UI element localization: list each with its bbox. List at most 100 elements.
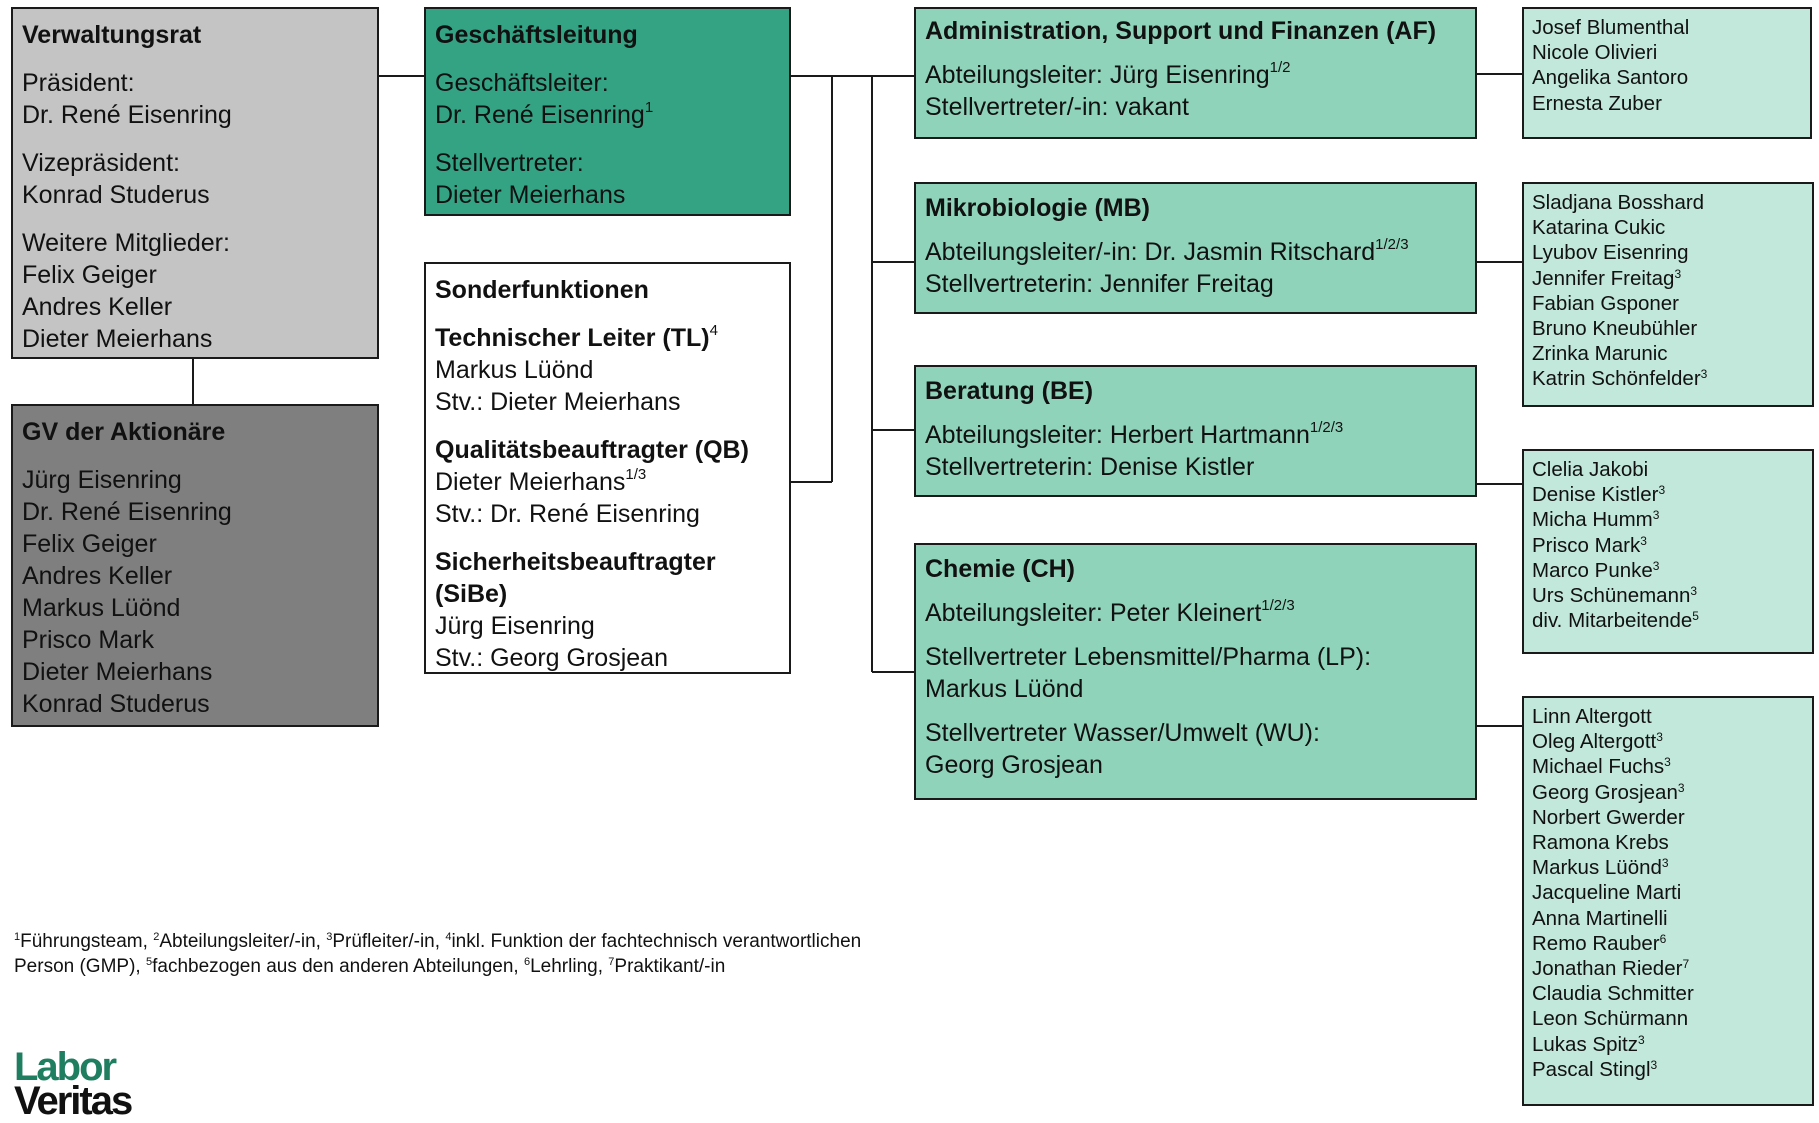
assembly-member: Dieter Meierhans — [22, 658, 213, 686]
staff-member: Jennifer Freitag3 — [1532, 266, 1682, 290]
sibe-name: Jürg Eisenring — [435, 612, 595, 640]
staff-member: Zrinka Marunic — [1532, 342, 1668, 366]
staff-member: Pascal Stingl3 — [1532, 1057, 1658, 1081]
qb-deputy: Stv.: Dr. René Eisenring — [435, 500, 700, 528]
special-functions-box: Sonderfunktionen Technischer Leiter (TL)… — [424, 262, 791, 674]
staff-member: Marco Punke3 — [1532, 558, 1660, 582]
assembly-member: Jürg Eisenring — [22, 466, 182, 494]
staff-member: Sladjana Bosshard — [1532, 191, 1705, 214]
assembly-member: Konrad Studerus — [22, 690, 210, 718]
special-title: Sonderfunktionen — [435, 276, 649, 304]
logo-line-2: Veritas — [14, 1079, 133, 1123]
be-head: Abteilungsleiter: Herbert Hartmann1/2/3 — [925, 419, 1344, 449]
staff-member: Micha Humm3 — [1532, 508, 1660, 532]
af-deputy: Stellvertreter/-in: vakant — [925, 93, 1189, 121]
assembly-box: GV der Aktionäre Jürg Eisenring Dr. René… — [11, 404, 379, 727]
staff-member: Katrin Schönfelder3 — [1532, 367, 1708, 391]
board-box: Verwaltungsrat Präsident: Dr. René Eisen… — [11, 7, 379, 359]
department-af-box: Administration, Support und Finanzen (AF… — [914, 7, 1477, 139]
af-title: Administration, Support und Finanzen (AF… — [925, 17, 1437, 45]
staff-member: Anna Martinelli — [1532, 906, 1668, 930]
tl-name: Markus Lüönd — [435, 356, 594, 384]
assembly-member: Felix Geiger — [22, 530, 157, 558]
tl-deputy: Stv.: Dieter Meierhans — [435, 388, 681, 416]
assembly-member: Andres Keller — [22, 562, 173, 590]
staff-member: Lukas Spitz3 — [1532, 1032, 1645, 1056]
board-member: Dieter Meierhans — [22, 325, 213, 353]
department-ch-box: Chemie (CH) Abteilungsleiter: Peter Klei… — [914, 543, 1477, 800]
board-vice: Konrad Studerus — [22, 181, 210, 209]
management-deputy-label: Stellvertreter: — [435, 149, 584, 177]
board-members-label: Weitere Mitglieder: — [22, 229, 230, 257]
staff-member: Michael Fuchs3 — [1532, 755, 1671, 779]
department-mb-box: Mikrobiologie (MB) Abteilungsleiter/-in:… — [914, 182, 1477, 314]
ch-head: Abteilungsleiter: Peter Kleinert1/2/3 — [925, 597, 1295, 627]
ch-lp-label: Stellvertreter Lebensmittel/Pharma (LP): — [925, 643, 1372, 671]
staff-member: div. Mitarbeitende5 — [1532, 609, 1699, 633]
staff-member: Denise Kistler3 — [1532, 483, 1666, 507]
staff-member: Leon Schürmann — [1532, 1007, 1689, 1031]
management-deputy: Dieter Meierhans — [435, 181, 626, 209]
staff-member: Katarina Cukic — [1532, 216, 1666, 240]
staff-af-box: Josef Blumenthal Nicole Olivieri Angelik… — [1522, 7, 1812, 139]
staff-member: Oleg Altergott3 — [1532, 730, 1663, 754]
management-head-label: Geschäftsleiter: — [435, 69, 609, 97]
qb-title: Qualitätsbeauftragter (QB) — [435, 436, 749, 464]
board-member: Felix Geiger — [22, 261, 157, 289]
staff-member: Markus Lüönd3 — [1532, 856, 1669, 880]
board-member: Andres Keller — [22, 293, 173, 321]
sibe-deputy: Stv.: Georg Grosjean — [435, 644, 668, 672]
staff-member: Nicole Olivieri — [1532, 41, 1658, 65]
mb-deputy: Stellvertreterin: Jennifer Freitag — [925, 270, 1274, 298]
footnote: 1Führungsteam, 2Abteilungsleiter/-in, 3P… — [14, 931, 862, 977]
mb-head: Abteilungsleiter/-in: Dr. Jasmin Ritscha… — [925, 236, 1409, 266]
staff-member: Angelika Santoro — [1532, 66, 1689, 90]
connector-lines — [192, 73, 1522, 727]
staff-member: Ramona Krebs — [1532, 831, 1669, 855]
be-deputy: Stellvertreterin: Denise Kistler — [925, 453, 1255, 481]
staff-member: Ernesta Zuber — [1532, 91, 1662, 115]
assembly-member: Prisco Mark — [22, 626, 154, 654]
board-vice-label: Vizepräsident: — [22, 149, 180, 177]
staff-member: Jacqueline Marti — [1532, 881, 1682, 905]
ch-wu-name: Georg Grosjean — [925, 751, 1103, 779]
ch-wu-label: Stellvertreter Wasser/Umwelt (WU): — [925, 719, 1320, 747]
staff-member: Prisco Mark3 — [1532, 533, 1647, 557]
staff-member: Bruno Kneubühler — [1532, 317, 1698, 341]
af-head: Abteilungsleiter: Jürg Eisenring1/2 — [925, 59, 1291, 89]
staff-member: Lyubov Eisenring — [1532, 241, 1689, 265]
staff-member: Jonathan Rieder7 — [1532, 957, 1690, 981]
management-title: Geschäftsleitung — [435, 21, 638, 49]
assembly-member: Markus Lüönd — [22, 594, 181, 622]
staff-ch-box: Linn Altergott Oleg Altergott3 Michael F… — [1522, 696, 1814, 1106]
board-president: Dr. René Eisenring — [22, 101, 232, 129]
be-title: Beratung (BE) — [925, 377, 1094, 405]
ch-title: Chemie (CH) — [925, 555, 1076, 583]
board-president-label: Präsident: — [22, 69, 135, 97]
staff-member: Remo Rauber6 — [1532, 931, 1667, 955]
board-title: Verwaltungsrat — [22, 21, 202, 49]
ch-lp-name: Markus Lüönd — [925, 675, 1084, 703]
qb-name: Dieter Meierhans1/3 — [435, 466, 647, 496]
labor-veritas-logo: Labor Veritas — [14, 1045, 133, 1123]
sibe-title-abbr: (SiBe) — [435, 580, 508, 608]
sibe-title: Sicherheitsbeauftragter — [435, 548, 716, 576]
staff-member: Fabian Gsponer — [1532, 291, 1680, 315]
staff-member: Georg Grosjean3 — [1532, 780, 1685, 804]
management-box: Geschäftsleitung Geschäftsleiter: Dr. Re… — [424, 7, 791, 216]
staff-member: Linn Altergott — [1532, 705, 1652, 728]
department-be-box: Beratung (BE) Abteilungsleiter: Herbert … — [914, 365, 1477, 497]
staff-member: Clelia Jakobi — [1532, 458, 1649, 481]
staff-be-box: Clelia Jakobi Denise Kistler3 Micha Humm… — [1522, 449, 1814, 654]
assembly-member: Dr. René Eisenring — [22, 498, 232, 526]
staff-member: Claudia Schmitter — [1532, 982, 1694, 1006]
staff-mb-box: Sladjana Bosshard Katarina Cukic Lyubov … — [1522, 182, 1814, 407]
assembly-title: GV der Aktionäre — [22, 418, 226, 446]
logo-line-1: Labor — [14, 1045, 117, 1089]
staff-member: Urs Schünemann3 — [1532, 584, 1698, 608]
mb-title: Mikrobiologie (MB) — [925, 194, 1150, 222]
staff-member: Norbert Gwerder — [1532, 805, 1685, 829]
staff-member: Josef Blumenthal — [1532, 16, 1690, 39]
management-head: Dr. René Eisenring1 — [435, 99, 654, 129]
tl-title: Technischer Leiter (TL)4 — [435, 322, 718, 352]
